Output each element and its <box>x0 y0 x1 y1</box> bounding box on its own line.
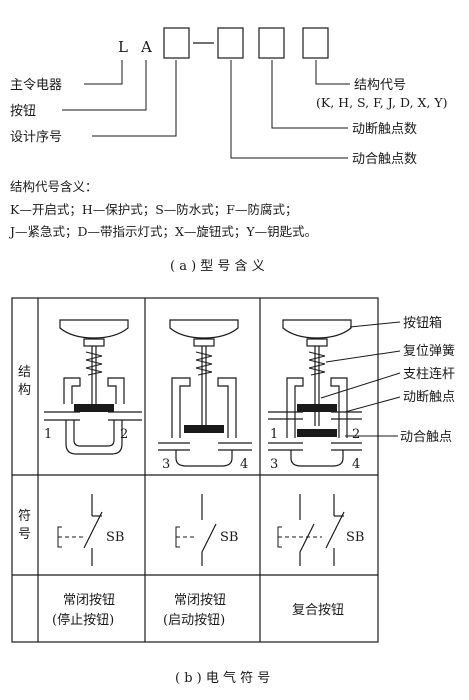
button-cap <box>282 319 352 339</box>
leader-no <box>230 60 348 159</box>
col1-subname: (停止按钮) <box>52 612 114 628</box>
contact-bridge-outer <box>65 420 123 455</box>
callouts: 按钮箱 复位弹簧 支柱连杆 动断触点 动合触点 <box>320 315 455 445</box>
moving-contact-nc <box>297 404 337 412</box>
callout-nc-contact: 动断触点 <box>403 390 455 405</box>
contact-blade <box>201 523 217 553</box>
terminal-4: 4 <box>352 457 360 472</box>
moving-contact-no <box>184 425 224 433</box>
housing-right <box>330 377 348 438</box>
moving-contact-no <box>297 429 337 437</box>
contact-bridge-inner <box>73 420 115 447</box>
leader-a <box>62 60 147 111</box>
label-structure-code-list: (K, H, S, F, J, D, X, Y) <box>316 95 447 110</box>
contact-bridge <box>290 450 344 467</box>
row-header-structure-2: 构 <box>18 383 31 398</box>
letter-l: L <box>118 38 128 56</box>
col2-subname: (启动按钮) <box>163 613 225 628</box>
callout-line-cap <box>349 321 401 328</box>
contact-bridge <box>175 450 233 467</box>
symbol-compound: SB <box>277 494 364 566</box>
contact-blade-no <box>299 523 315 553</box>
box-structure-code <box>302 27 329 59</box>
terminal-3: 3 <box>270 457 278 472</box>
contact-blade-nc <box>325 511 345 549</box>
row-header-structure-1: 结 <box>18 365 31 380</box>
caption-b: ( b ) 电 气 符 号 <box>175 670 270 686</box>
contact-blade <box>83 511 103 549</box>
box-no-contacts <box>217 27 244 59</box>
table-border <box>11 297 379 643</box>
terminal-1: 1 <box>44 427 52 442</box>
meaning-title: 结构代号含义： <box>10 179 98 194</box>
cap-collar <box>306 338 328 347</box>
structure-no-button: 3 4 <box>158 319 252 472</box>
return-spring <box>195 351 213 376</box>
cap-collar <box>83 338 105 347</box>
return-spring <box>308 351 326 376</box>
terminal-4: 4 <box>240 457 248 472</box>
col2-name: 常闭按钮 <box>174 593 226 608</box>
symbol-no: SB <box>175 494 238 566</box>
housing-right <box>107 377 125 404</box>
housing-left <box>63 377 81 404</box>
housing-right <box>217 377 237 438</box>
row-header-symbol-2: 号 <box>18 527 31 542</box>
callout-cap: 按钮箱 <box>403 315 442 331</box>
symbol-label-sb: SB <box>346 530 364 545</box>
symbol-label-sb: SB <box>220 530 238 545</box>
terminal-2: 2 <box>352 427 360 442</box>
caption-a: ( a ) 型 号 含 义 <box>170 258 265 274</box>
callout-line-stem <box>320 372 401 399</box>
actuator-bracket <box>175 526 180 548</box>
label-structure-code: 结构代号 <box>354 78 406 93</box>
terminal-3: 3 <box>162 457 170 472</box>
row-header-symbol-1: 符 <box>18 508 31 524</box>
housing-left <box>171 377 191 438</box>
meaning-line-1: K—开启式；H—保护式；S—防水式；F—防腐式； <box>10 202 297 217</box>
symbol-label-sb: SB <box>106 530 124 545</box>
button-cap <box>169 319 239 339</box>
actuator-bracket <box>57 526 62 548</box>
button-cap <box>59 319 129 339</box>
leader-design-seq <box>92 60 177 137</box>
leader-l <box>84 60 123 85</box>
cap-collar <box>193 338 215 347</box>
structure-nc-button: 1 2 <box>44 319 142 455</box>
symbol-table: 结 构 符 号 <box>11 297 379 643</box>
box-nc-contacts <box>258 27 285 59</box>
label-design-seq: 设计序号 <box>10 130 62 145</box>
housing-left <box>286 377 304 438</box>
leader-structure <box>315 60 350 85</box>
leader-nc <box>271 60 348 129</box>
label-button: 按钮 <box>10 104 36 119</box>
callout-spring: 复位弹簧 <box>403 343 455 359</box>
symbol-nc: SB <box>57 494 124 566</box>
moving-contact-nc <box>74 404 114 412</box>
col3-name: 复合按钮 <box>292 603 344 618</box>
label-no-contacts: 动合触点数 <box>352 152 417 167</box>
letter-a: A <box>140 38 152 56</box>
structure-compound-button: 1 2 3 4 <box>268 319 362 472</box>
box-design-seq <box>163 27 190 59</box>
model-designation: L A 主令电器 按钮 设计序号 结构代号 (K, H, S, F, J, D,… <box>8 27 447 274</box>
callout-line-nc <box>344 396 401 413</box>
label-master-device: 主令电器 <box>10 78 62 93</box>
terminal-1: 1 <box>270 427 278 442</box>
callout-stem: 支柱连杆 <box>403 366 455 382</box>
col1-name: 常闭按钮 <box>63 593 115 608</box>
actuator-bracket <box>277 526 282 548</box>
terminal-2: 2 <box>120 427 128 442</box>
return-spring <box>85 351 103 376</box>
callout-no-contact: 动合触点 <box>400 430 452 445</box>
callout-line-spring <box>325 350 401 363</box>
meaning-line-2: J—紧急式；D—带指示灯式；X—旋钮式；Y—钥匙式。 <box>8 224 317 239</box>
label-nc-contacts: 动断触点数 <box>352 122 417 137</box>
